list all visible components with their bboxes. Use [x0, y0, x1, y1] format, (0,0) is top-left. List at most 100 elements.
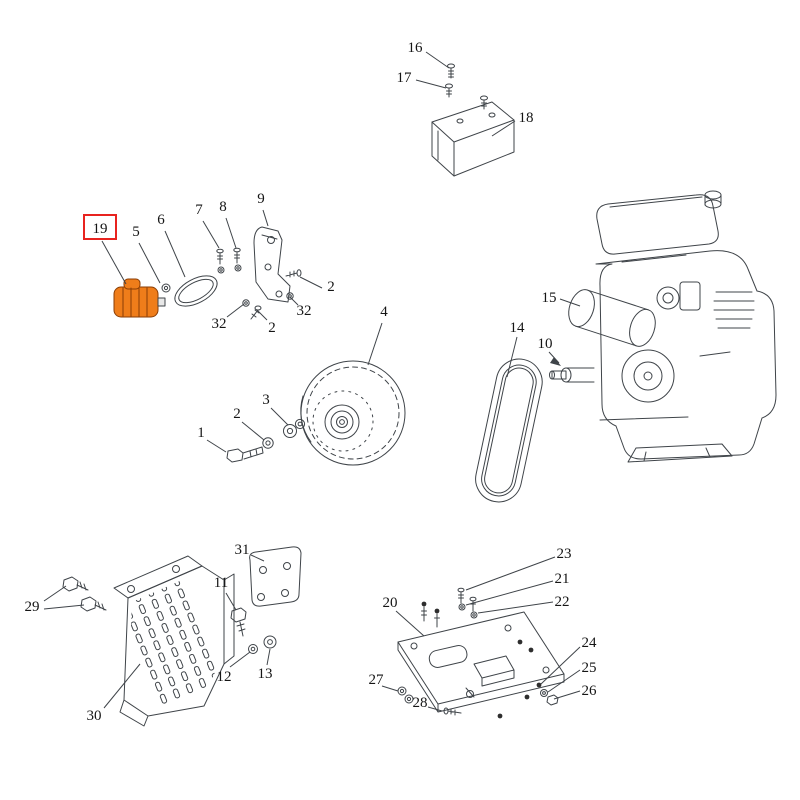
part-number-2[interactable]: 2 [233, 406, 241, 422]
part-number-10[interactable]: 10 [538, 336, 553, 352]
screw-16-drawing [447, 63, 455, 79]
part-number-22[interactable]: 22 [555, 594, 570, 610]
leader-line [367, 322, 383, 366]
leader-line [229, 651, 251, 668]
guard-group-drawing [62, 546, 302, 727]
leader-line [548, 351, 560, 364]
leader-line [289, 296, 299, 306]
part-number-23[interactable]: 23 [557, 546, 572, 562]
part-number-14[interactable]: 14 [510, 320, 526, 336]
bolt-head-dots [421, 601, 542, 719]
part-number-2[interactable]: 2 [268, 320, 276, 336]
leader-line [103, 663, 141, 709]
leader-line [506, 336, 518, 378]
screw-17-drawing [445, 83, 453, 98]
part-number-27[interactable]: 27 [369, 672, 385, 688]
part-number-11[interactable]: 11 [214, 575, 228, 591]
washer-25-drawing [540, 689, 548, 697]
leader-line [206, 439, 227, 453]
screw-shield-drawing [480, 95, 488, 110]
part-number-2[interactable]: 2 [327, 279, 335, 295]
leader-line [241, 421, 265, 441]
belt-6-drawing [174, 275, 218, 307]
leader-line [266, 648, 271, 666]
bolt-1-drawing [226, 446, 264, 463]
leader-line [226, 303, 245, 318]
part-number-25[interactable]: 25 [582, 660, 597, 676]
arrow-10-icon [550, 357, 561, 366]
part-number-16[interactable]: 16 [408, 40, 424, 56]
screw-20a-drawing [421, 606, 427, 622]
output-shaft-drawing [549, 367, 595, 383]
leader-line [415, 79, 447, 89]
part-number-20[interactable]: 20 [383, 595, 398, 611]
leader-line [540, 646, 581, 685]
part-number-32[interactable]: 32 [297, 303, 312, 319]
part-number-32[interactable]: 32 [212, 316, 227, 332]
bolt-29a-drawing [62, 576, 89, 592]
leader-line [256, 309, 268, 321]
leader-line [477, 601, 554, 614]
part-number-19[interactable]: 19 [93, 221, 108, 237]
part-19-pump [113, 278, 166, 318]
part-number-5[interactable]: 5 [132, 224, 140, 240]
part-number-13[interactable]: 13 [258, 666, 273, 682]
screw-8-drawing [233, 247, 242, 272]
leader-line [425, 51, 450, 69]
part-number-18[interactable]: 18 [519, 110, 534, 126]
engine-drawing [549, 190, 777, 463]
drawing-layer [62, 63, 777, 727]
part-number-26[interactable]: 26 [582, 683, 598, 699]
leader-line [164, 230, 186, 278]
plate-31-drawing [249, 546, 302, 607]
screw-23-drawing [457, 587, 465, 604]
leader-line [225, 592, 237, 611]
leader-line [138, 242, 161, 284]
part-number-6[interactable]: 6 [157, 212, 165, 228]
part-number-17[interactable]: 17 [397, 70, 413, 86]
leader-line [547, 669, 581, 693]
part-number-30[interactable]: 30 [87, 708, 102, 724]
screw-2-right-drawing [285, 269, 302, 278]
leader-line [270, 407, 289, 426]
part-number-21[interactable]: 21 [555, 571, 570, 587]
part-number-9[interactable]: 9 [257, 191, 265, 207]
part-number-24[interactable]: 24 [582, 635, 598, 651]
washer-2-center-drawing [262, 437, 274, 449]
part-number-15[interactable]: 15 [542, 290, 557, 306]
washer-27b-drawing [404, 694, 414, 704]
part-number-28[interactable]: 28 [413, 695, 428, 711]
washer-12-drawing [248, 644, 258, 654]
part-number-7[interactable]: 7 [195, 202, 203, 218]
washer-21-drawing [458, 603, 466, 611]
part-number-1[interactable]: 1 [197, 425, 205, 441]
leader-line [43, 604, 85, 610]
v-belt-14-drawing [475, 358, 543, 503]
screw-2-left-drawing [250, 305, 262, 320]
tensioner-group-drawing [113, 226, 302, 320]
bolt-29b-drawing [80, 596, 107, 612]
part-number-3[interactable]: 3 [262, 392, 270, 408]
leader-line [250, 554, 265, 562]
washer-32-left-drawing [242, 299, 250, 307]
part-number-8[interactable]: 8 [219, 199, 227, 215]
part-number-31[interactable]: 31 [235, 542, 250, 558]
washer-32-right-drawing [286, 292, 294, 300]
heat-shield-18-drawing [431, 101, 515, 177]
part-number-12[interactable]: 12 [217, 669, 232, 685]
part-number-4[interactable]: 4 [380, 304, 388, 320]
bracket-9-drawing [253, 226, 291, 303]
leader-line [491, 120, 516, 137]
washer-27a-drawing [397, 686, 407, 696]
part-number-29[interactable]: 29 [25, 599, 40, 615]
leader-line [381, 685, 399, 692]
screw-20b-drawing [434, 613, 440, 628]
leader-line [43, 585, 67, 602]
leader-line [225, 217, 237, 249]
washer-stack-3-drawing [283, 418, 306, 438]
leader-line [395, 610, 425, 637]
leader-line [559, 298, 581, 307]
